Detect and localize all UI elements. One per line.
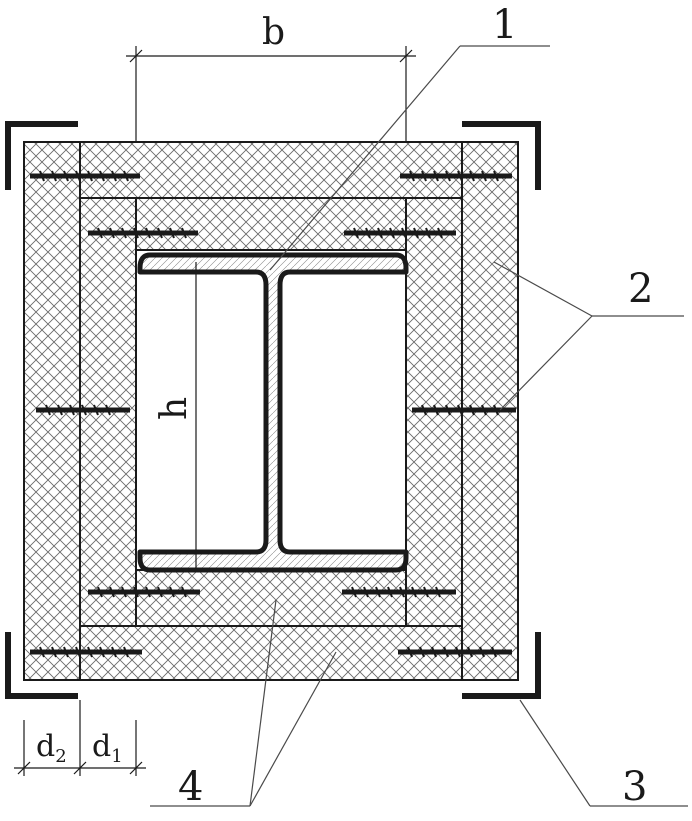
- screw-icon: [88, 227, 198, 239]
- screw-icon: [30, 170, 140, 182]
- callout-4: 4: [178, 764, 203, 810]
- corner-angle-top-left: [5, 121, 78, 190]
- screw-icon: [412, 404, 516, 416]
- screws: [30, 170, 516, 658]
- i-beam-section: [137, 252, 409, 573]
- callout-1: 1: [492, 2, 517, 48]
- corner-angle-top-right: [462, 121, 541, 190]
- callout-3: 3: [622, 764, 647, 810]
- screw-icon: [400, 170, 512, 182]
- corner-angle-bottom-left: [5, 632, 78, 699]
- dimension-d2-label: d2: [36, 729, 67, 767]
- screw-icon: [342, 586, 456, 598]
- d1-letter: d: [92, 729, 111, 764]
- dimension-b: [126, 46, 416, 142]
- dimension-d1-label: d1: [92, 729, 123, 767]
- corner-angles: [5, 121, 541, 699]
- screw-icon: [398, 646, 512, 658]
- screw-icon: [36, 404, 130, 416]
- dimension-b-label: b: [262, 12, 285, 53]
- leader-lines: [150, 45, 688, 807]
- callout-2: 2: [628, 266, 653, 312]
- inner-board-bottom: [135, 569, 407, 627]
- screw-icon: [30, 646, 142, 658]
- i-beam: [137, 252, 409, 573]
- inner-board-top: [135, 197, 407, 251]
- d2-letter: d: [36, 729, 55, 764]
- outer-board-top: [79, 141, 463, 199]
- dimension-d: [14, 700, 146, 776]
- d2-subscript: 2: [55, 746, 66, 767]
- screw-icon: [88, 586, 200, 598]
- corner-angle-bottom-right: [462, 632, 541, 699]
- screw-icon: [344, 227, 456, 239]
- dimension-h-label: h: [154, 397, 195, 420]
- d1-subscript: 1: [111, 746, 122, 767]
